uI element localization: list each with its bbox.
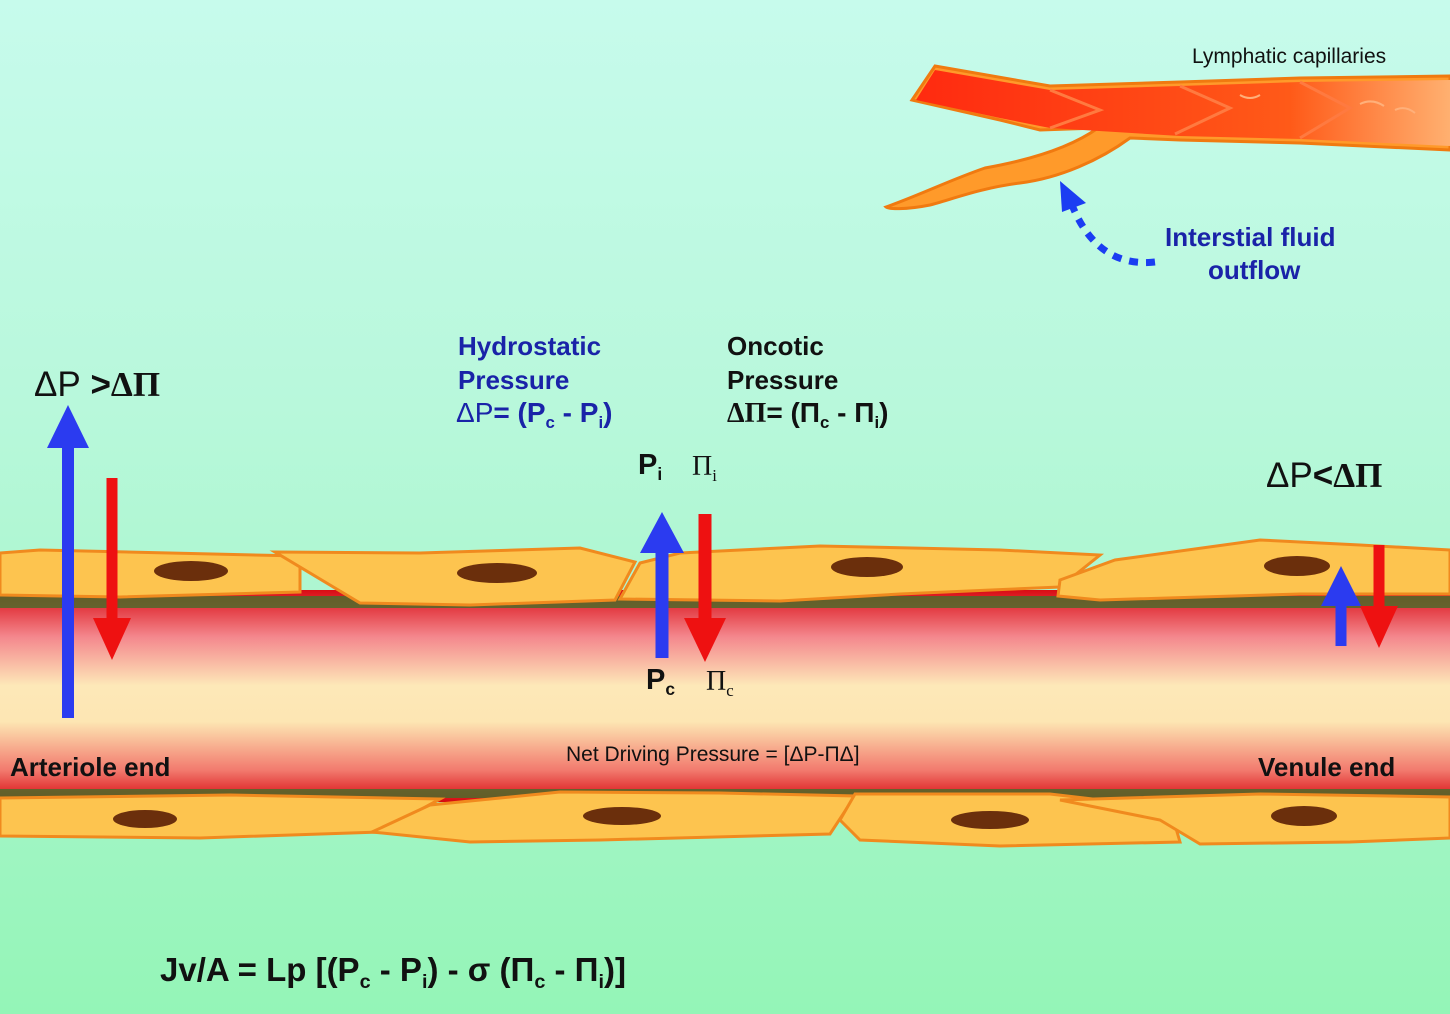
lymphatic-capillary (883, 64, 1450, 211)
oncotic-title-line2: Pressure (727, 365, 839, 395)
oncotic-formula: ΔΠ= (Πc - Πi) (727, 397, 889, 432)
oncotic-arrowhead-venule (1360, 606, 1398, 648)
hydrostatic-arrowhead-middle (640, 512, 684, 553)
cell-nucleus (457, 563, 537, 583)
cell-nucleus (951, 811, 1029, 829)
starling-equation: Jv/A = Lp [(Pc - Pi) - σ (Πc - Πi)] (160, 951, 626, 993)
hydrostatic-title-line2: Pressure (458, 365, 570, 395)
venule-end-label: Venule end (1258, 752, 1396, 782)
net-driving-pressure: Net Driving Pressure = [ΔP-ΠΔ] (566, 743, 860, 766)
endothelial-cell (1059, 792, 1450, 846)
interstitial-oncotic-label: Πi (692, 451, 717, 485)
arteriole-end-label: Arteriole end (10, 752, 171, 782)
oncotic-arrowhead-arteriole (93, 618, 131, 660)
hydrostatic-formula: ΔP= (Pc - Pi) (456, 397, 613, 432)
interstitial-pressure-label: Pi (638, 449, 663, 485)
cell-nucleus (113, 810, 177, 828)
endothelial-layer-bottom (0, 789, 1450, 848)
cell-nucleus (154, 561, 228, 581)
capillary-pressure-label: Pc (646, 664, 676, 700)
endothelial-cell (269, 546, 638, 607)
arteriole-relation: ΔP >ΔΠ (34, 365, 161, 404)
oncotic-arrowhead-middle (684, 618, 726, 662)
capillary-oncotic-label: Πc (706, 666, 734, 700)
hydrostatic-title-line1: Hydrostatic (458, 331, 602, 361)
endothelial-layer-top (0, 538, 1450, 608)
cell-nucleus (1271, 806, 1337, 826)
hydrostatic-arrowhead-arteriole (47, 405, 89, 448)
cell-nucleus (1264, 556, 1330, 576)
venule-relation: ΔP<ΔΠ (1266, 456, 1383, 495)
endothelial-cell (1056, 538, 1450, 602)
outflow-arrow-head (1060, 181, 1086, 212)
vessel-lumen (0, 590, 1450, 802)
cell-nucleus (831, 557, 903, 577)
lymphatic-label: Lymphatic capillaries (1192, 45, 1387, 68)
endothelial-cell (0, 548, 302, 599)
hydrostatic-arrowhead-venule (1321, 566, 1361, 606)
outflow-arrow (1068, 203, 1156, 267)
oncotic-title-line1: Oncotic (727, 331, 824, 361)
outflow-label-line1: Interstial fluid (1165, 222, 1336, 252)
cell-nucleus (583, 807, 661, 825)
outflow-label-line2: outflow (1208, 255, 1301, 285)
